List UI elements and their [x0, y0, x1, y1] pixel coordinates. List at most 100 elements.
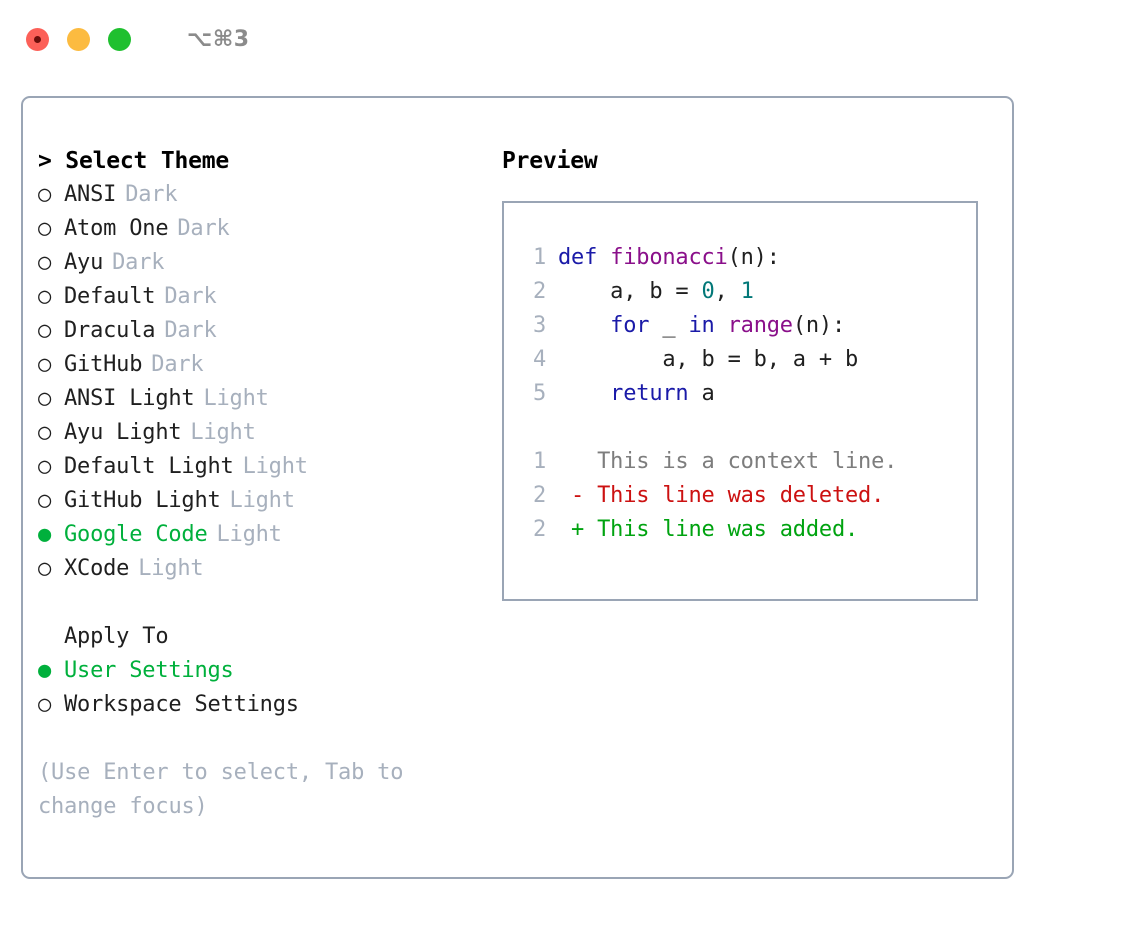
line-number: 2	[532, 483, 546, 508]
option-row[interactable]: ● Google Code Light	[38, 518, 478, 552]
token-kw: in	[688, 313, 728, 338]
radio-unselected-icon[interactable]: ○	[38, 454, 52, 479]
line-number: 2	[532, 279, 546, 304]
option-row[interactable]: ○ ANSI Dark	[38, 178, 478, 212]
option-row[interactable]: ○ Workspace Settings	[38, 688, 478, 722]
diff-added-text: + This line was added.	[558, 517, 859, 542]
radio-unselected-icon[interactable]: ○	[38, 250, 52, 275]
token-kw: return	[558, 381, 702, 406]
token-plain: a, b = b, a + b	[558, 347, 859, 372]
token-plain: (n):	[727, 245, 780, 270]
code-text: return a	[558, 377, 715, 411]
token-fn: range	[727, 313, 793, 338]
line-number: 5	[532, 381, 546, 406]
radio-unselected-icon[interactable]: ○	[38, 488, 52, 513]
line-number: 1	[532, 245, 546, 270]
option-variant-tag: Light	[190, 420, 256, 445]
code-line: 3 for _ in range(n):	[504, 309, 976, 343]
code-text: a, b = b, a + b	[558, 343, 858, 377]
option-row[interactable]: ○ Default Dark	[38, 280, 478, 314]
traffic-lights	[26, 27, 131, 51]
option-label: Dracula	[64, 318, 156, 343]
select-theme-label: Select Theme	[65, 148, 230, 174]
radio-unselected-icon[interactable]: ○	[38, 216, 52, 241]
option-label: Default	[64, 284, 156, 309]
option-row[interactable]: ○ Ayu Light Light	[38, 416, 478, 450]
option-label: Ayu Light	[64, 420, 182, 445]
option-row[interactable]: ○ ANSI Light Light	[38, 382, 478, 416]
radio-unselected-icon[interactable]: ○	[38, 284, 52, 309]
maximize-button[interactable]	[108, 27, 131, 51]
radio-unselected-icon[interactable]: ○	[38, 692, 52, 717]
token-num: 0	[701, 279, 715, 304]
radio-selected-icon[interactable]: ●	[38, 522, 52, 547]
diff-context-text: This is a context line.	[558, 449, 898, 474]
option-row[interactable]: ○ XCode Light	[38, 552, 478, 586]
option-row[interactable]: ○ Ayu Dark	[38, 246, 478, 280]
token-plain: (n):	[792, 313, 846, 338]
option-label: XCode	[64, 556, 130, 581]
code-line: 2 a, b = 0, 1	[504, 275, 976, 309]
code-text: a, b = 0, 1	[558, 275, 754, 309]
radio-unselected-icon[interactable]: ○	[38, 182, 52, 207]
minimize-button[interactable]	[67, 27, 90, 51]
option-label: ANSI	[64, 182, 117, 207]
option-label: User Settings	[64, 658, 234, 683]
radio-unselected-icon[interactable]: ○	[38, 318, 52, 343]
option-variant-tag: Light	[242, 454, 308, 479]
radio-selected-icon[interactable]: ●	[38, 658, 52, 683]
radio-unselected-icon[interactable]: ○	[38, 420, 52, 445]
radio-unselected-icon[interactable]: ○	[38, 352, 52, 377]
line-number: 4	[532, 347, 546, 372]
option-variant-tag: Light	[203, 386, 269, 411]
token-plain: ,	[714, 279, 741, 304]
option-variant-tag: Dark	[164, 318, 217, 343]
option-row[interactable]: ○ Default Light Light	[38, 450, 478, 484]
option-label: ANSI Light	[64, 386, 195, 411]
select-theme-header: > Select Theme	[38, 144, 478, 178]
option-variant-tag: Dark	[125, 182, 178, 207]
option-row[interactable]: ○ Dracula Dark	[38, 314, 478, 348]
option-variant-tag: Light	[216, 522, 282, 547]
option-label: GitHub Light	[64, 488, 221, 513]
line-number: 1	[532, 449, 546, 474]
option-label: GitHub	[64, 352, 143, 377]
radio-unselected-icon[interactable]: ○	[38, 556, 52, 581]
option-variant-tag: Dark	[112, 250, 165, 275]
diff-deleted-text: - This line was deleted.	[558, 483, 885, 508]
token-plain: _	[662, 313, 689, 338]
apply-to-list: ● User Settings ○ Workspace Settings	[38, 654, 478, 722]
option-label: Ayu	[64, 250, 104, 275]
code-diff-spacer	[504, 411, 976, 445]
option-variant-tag: Dark	[177, 216, 230, 241]
option-label: Workspace Settings	[64, 692, 299, 717]
option-label: Default Light	[64, 454, 234, 479]
radio-unselected-icon[interactable]: ○	[38, 386, 52, 411]
diff-line: 2 + This line was added.	[504, 513, 976, 547]
titlebar: ⌥⌘3	[0, 0, 1140, 78]
token-fn: fibonacci	[610, 245, 728, 270]
option-label: Google Code	[64, 522, 208, 547]
option-row[interactable]: ● User Settings	[38, 654, 478, 688]
select-theme-prompt: >	[38, 148, 66, 174]
close-button[interactable]	[26, 27, 49, 51]
option-variant-tag: Light	[138, 556, 204, 581]
diff-line: 1 This is a context line.	[504, 445, 976, 479]
diff-preview: 1 This is a context line. 2 - This line w…	[504, 445, 976, 547]
token-num: 1	[740, 279, 754, 304]
option-variant-tag: Dark	[164, 284, 217, 309]
apply-to-header: Apply To	[64, 624, 169, 649]
code-line: 5 return a	[504, 377, 976, 411]
code-line: 4 a, b = b, a + b	[504, 343, 976, 377]
code-text: def fibonacci(n):	[558, 241, 780, 275]
line-number: 3	[532, 313, 546, 338]
